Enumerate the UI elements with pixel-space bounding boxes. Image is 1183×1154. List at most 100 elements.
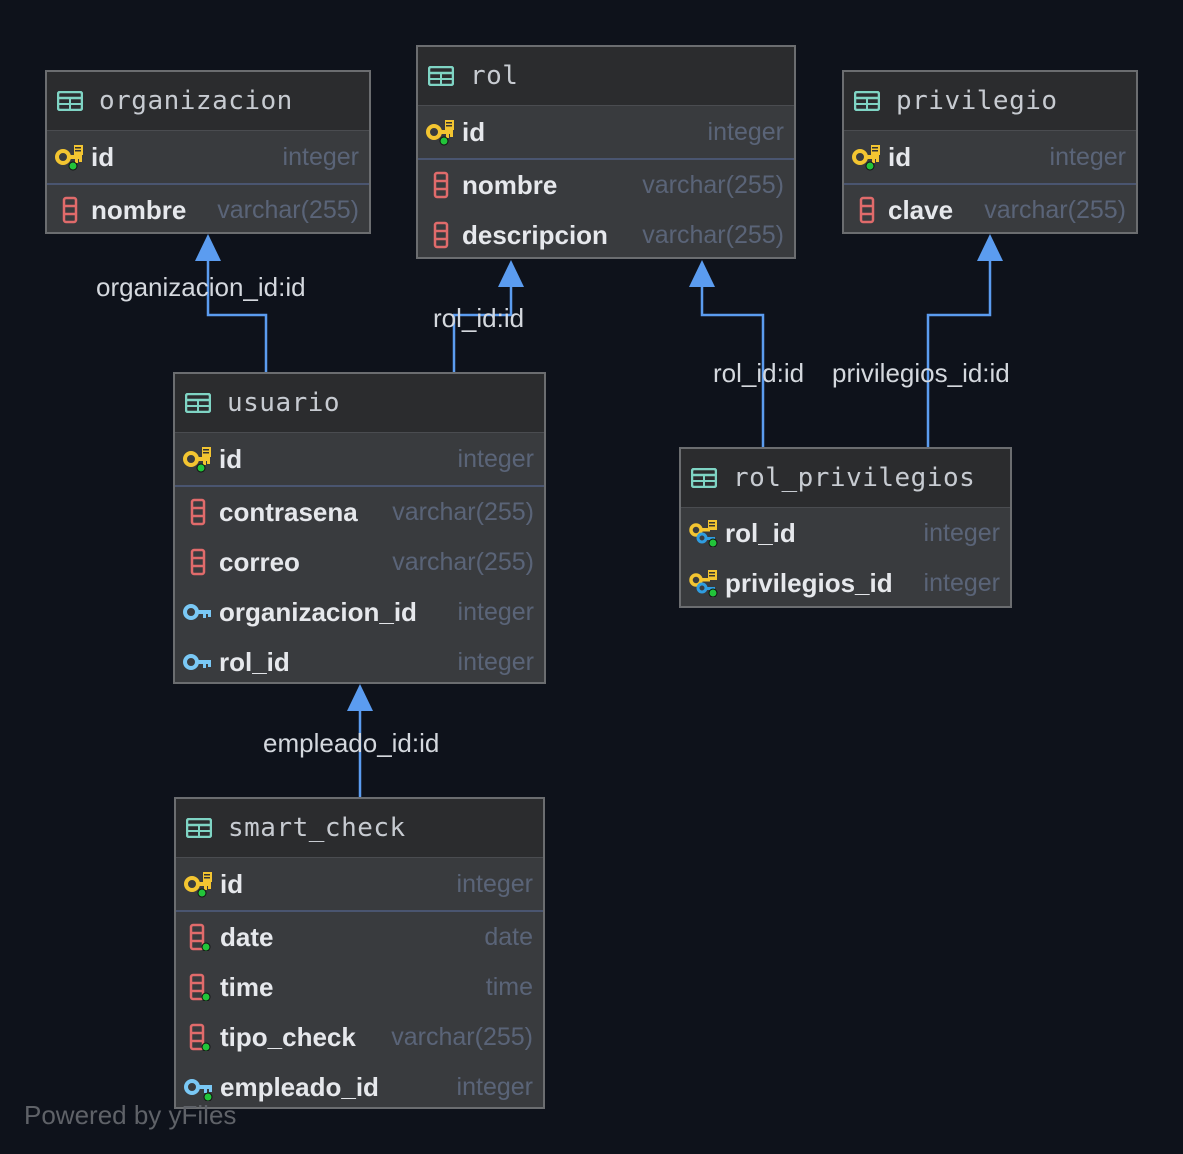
table-header[interactable]: privilegio [844, 72, 1136, 131]
column-name: organizacion_id [219, 596, 417, 627]
table-icon [56, 90, 84, 112]
column-icon [426, 171, 456, 199]
column-type: varchar(255) [984, 195, 1126, 224]
edge-label-rolprivilegios-rol: rol_id:id [713, 358, 805, 388]
table-name: smart_check [228, 813, 406, 843]
powered-by-watermark: Powered by yFiles [24, 1100, 237, 1130]
column-row[interactable]: privilegios_id integer [681, 558, 1010, 608]
edge-rolprivilegios-rol [700, 282, 765, 448]
column-icon [852, 196, 882, 224]
edge-usuario-organizacion [206, 256, 268, 372]
column-name: rol_id [219, 646, 290, 677]
primary-key-icon [183, 445, 213, 473]
column-type: integer [923, 568, 1000, 597]
edge-usuario-rol [452, 282, 513, 372]
column-name: tipo_check [220, 1021, 356, 1052]
column-name: time [220, 971, 274, 1002]
arrowhead-rol-right [689, 260, 715, 287]
column-type: integer [707, 117, 784, 146]
primary-key-icon [55, 143, 85, 171]
column-type: integer [923, 518, 1000, 547]
column-row[interactable]: organizacion_id integer [175, 587, 544, 637]
column-type: date [484, 922, 533, 951]
column-row[interactable]: id integer [175, 433, 544, 487]
table-header[interactable]: rol_privilegios [681, 449, 1010, 508]
column-row[interactable]: contrasena varchar(255) [175, 487, 544, 537]
arrowhead-organizacion [195, 234, 221, 261]
column-type: integer [457, 597, 534, 626]
column-name: nombre [91, 194, 187, 225]
column-row[interactable]: date date [176, 912, 543, 962]
table-header[interactable]: usuario [175, 374, 544, 433]
column-icon [183, 498, 213, 526]
primary-key-icon [426, 118, 456, 146]
column-name: clave [888, 194, 954, 225]
table-header[interactable]: rol [418, 47, 794, 106]
table-icon [853, 90, 881, 112]
table-header[interactable]: organizacion [47, 72, 369, 131]
column-name: contrasena [219, 496, 358, 527]
arrowhead-rol-left [498, 260, 524, 287]
column-name: id [462, 116, 486, 147]
table-name: rol_privilegios [733, 463, 976, 493]
column-name: id [219, 443, 243, 474]
column-icon [426, 221, 456, 249]
column-name: id [220, 868, 244, 899]
column-name: nombre [462, 169, 558, 200]
column-row[interactable]: id integer [176, 858, 543, 912]
edge-label-usuario-rol: rol_id:id [433, 303, 525, 333]
edge-label-rolprivilegios-privilegio: privilegios_id:id [832, 358, 1010, 388]
column-type: integer [457, 444, 534, 473]
column-name: rol_id [725, 517, 796, 548]
column-row[interactable]: clave varchar(255) [844, 185, 1136, 235]
column-row[interactable]: rol_id integer [681, 508, 1010, 558]
column-type: integer [282, 142, 359, 171]
edge-rolprivilegios-privilegio [926, 256, 992, 448]
edge-label-smartcheck-usuario: empleado_id:id [263, 728, 440, 758]
column-row[interactable]: tipo_check varchar(255) [176, 1012, 543, 1062]
column-type: time [485, 972, 533, 1001]
column-type: varchar(255) [392, 497, 534, 526]
column-icon [183, 548, 213, 576]
arrowhead-usuario [347, 684, 373, 711]
column-name: date [220, 921, 274, 952]
table-header[interactable]: smart_check [176, 799, 543, 858]
column-type: integer [1049, 142, 1126, 171]
not-null-column-icon [184, 1023, 214, 1052]
column-type: varchar(255) [392, 547, 534, 576]
table-icon [690, 467, 718, 489]
primary-foreign-key-icon [689, 519, 719, 548]
column-name: id [91, 141, 115, 172]
not-null-column-icon [184, 923, 214, 952]
edge-label-organizacion: organizacion_id:id [96, 272, 306, 302]
column-type: varchar(255) [642, 220, 784, 249]
column-name: correo [219, 546, 300, 577]
primary-key-icon [184, 870, 214, 898]
arrowhead-privilegio [977, 234, 1003, 261]
column-row[interactable]: time time [176, 962, 543, 1012]
table-icon [185, 817, 213, 839]
column-name: empleado_id [220, 1071, 379, 1102]
column-row[interactable]: id integer [47, 131, 369, 185]
table-name: organizacion [99, 86, 293, 116]
table-icon [184, 392, 212, 414]
column-type: varchar(255) [391, 1022, 533, 1051]
column-row[interactable]: id integer [418, 106, 794, 160]
column-row[interactable]: correo varchar(255) [175, 537, 544, 587]
column-name: privilegios_id [725, 567, 893, 598]
column-type: integer [456, 869, 533, 898]
foreign-key-icon [183, 598, 213, 626]
table-icon [427, 65, 455, 87]
